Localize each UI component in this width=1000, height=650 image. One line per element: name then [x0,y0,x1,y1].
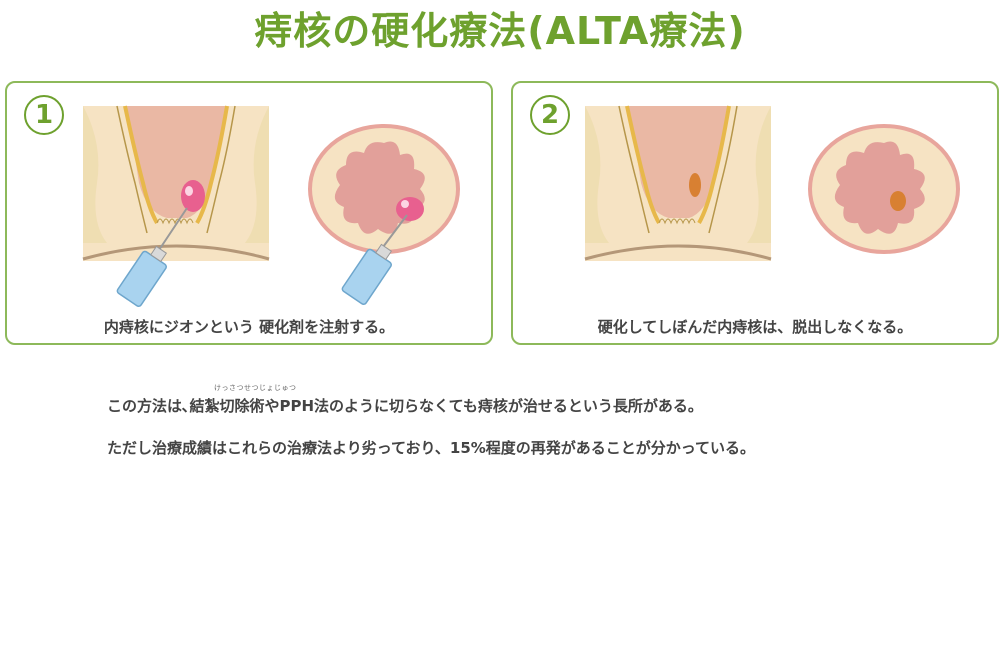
anal-canal-cross-section [82,105,270,261]
step-panel-1: 1 [5,81,493,345]
anal-canal-cross-section [584,105,772,261]
note-advantage: この方法は､結紮切除術やPPH法のように切らなくても痔核が治せるという長所がある… [107,397,703,415]
note-limitation: ただし治療成績はこれらの治療法より劣っており、15%程度の再発があることが分かっ… [107,439,756,457]
step-number-badge: 1 [24,95,64,135]
shrunk-hemorrhoid-illustration [584,105,960,261]
step-panel-2: 2 硬化してしぼんだ内痔核は、脱出しなくなる。 [511,81,999,345]
step-caption: 内痔核にジオンという 硬化剤を注射する。 [103,318,395,336]
step-caption: 硬化してしぼんだ内痔核は、脱出しなくなる。 [597,318,913,336]
injection-illustration [82,105,460,307]
syringe-icon [116,207,188,307]
furigana: けっさつせつじょじゅつ [214,384,297,392]
anus-front-view [308,124,460,254]
syringe-icon [341,214,408,305]
page-title: 痔核の硬化療法(ALTA療法) [254,9,746,53]
step-number-badge: 2 [530,95,570,135]
anus-front-view [808,124,960,254]
